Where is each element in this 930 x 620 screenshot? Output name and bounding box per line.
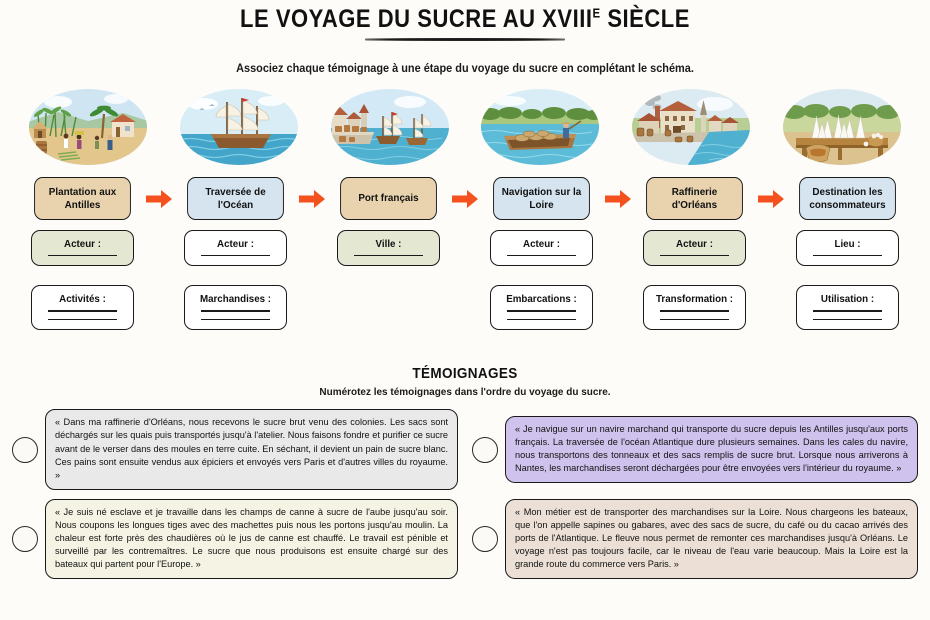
flow-arrow-icon <box>145 189 173 209</box>
flow-arrow-icon <box>451 189 479 209</box>
answer-line[interactable] <box>47 255 118 257</box>
process-flow: Plantation aux Antilles Traversée de l'O… <box>0 177 930 220</box>
page-title-tail: SIÈCLE <box>600 5 690 33</box>
flow-arrow-icon <box>757 189 785 209</box>
field-box-acteur-5[interactable]: Acteur : <box>643 230 746 267</box>
title-divider <box>365 38 565 41</box>
testimonial-text: « Mon métier est de transporter des marc… <box>505 498 918 580</box>
plantation-antilles-illustration <box>28 88 148 166</box>
field-box-acteur-2[interactable]: Acteur : <box>184 230 287 267</box>
field-column-3-spacer <box>337 285 440 351</box>
field-column-6: Lieu : Utilisation : <box>796 230 899 331</box>
testimonials-grid: « Dans ma raffinerie d'Orléans, nous rec… <box>0 409 930 580</box>
page-title-main: LE VOYAGE DU SUCRE AU XVIII <box>240 5 593 33</box>
testimonial-number-circle[interactable] <box>472 436 498 463</box>
flow-arrow-icon <box>604 189 632 209</box>
field-label: Acteur : <box>217 238 254 250</box>
field-box-activites[interactable]: Activités : <box>31 285 134 331</box>
answer-fields-grid: Acteur : Activités : Acteur : Marchandis… <box>0 230 930 351</box>
field-box-utilisation[interactable]: Utilisation : <box>796 285 899 331</box>
page-title-ordinal: E <box>592 5 601 21</box>
testimonial-item: « Dans ma raffinerie d'Orléans, nous rec… <box>12 409 458 490</box>
flow-arrow-icon <box>298 189 326 209</box>
instruction-text: Associez chaque témoignage à une étape d… <box>236 63 694 75</box>
answer-line[interactable] <box>812 310 883 312</box>
field-box-acteur-4[interactable]: Acteur : <box>490 230 593 267</box>
bateau-loire-illustration <box>480 88 600 166</box>
testimonial-text: « Je navigue sur un navire marchand qui … <box>505 415 918 484</box>
answer-line[interactable] <box>47 310 118 312</box>
answer-line[interactable] <box>200 310 271 312</box>
step-box-3[interactable]: Port français <box>340 177 437 220</box>
answer-line[interactable] <box>659 318 730 321</box>
field-column-1: Acteur : Activités : <box>31 230 134 331</box>
testimonials-heading: TÉMOIGNAGES <box>412 365 518 383</box>
testimonial-number-circle[interactable] <box>12 436 38 463</box>
testimonial-text: « Dans ma raffinerie d'Orléans, nous rec… <box>45 409 458 490</box>
answer-line[interactable] <box>812 318 883 321</box>
step-box-4[interactable]: Navigation sur la Loire <box>493 177 590 220</box>
field-label: Acteur : <box>676 238 713 250</box>
field-label: Marchandises : <box>199 293 272 306</box>
field-column-4: Acteur : Embarcations : <box>490 230 593 331</box>
pains-de-sucre-illustration <box>782 88 902 166</box>
navire-ocean-illustration <box>179 88 299 166</box>
answer-line[interactable] <box>506 310 577 312</box>
testimonial-text: « Je suis né esclave et je travaille dan… <box>45 498 458 580</box>
field-label: Acteur : <box>523 238 560 250</box>
answer-line[interactable] <box>506 255 577 257</box>
answer-line[interactable] <box>506 318 577 321</box>
step-box-6[interactable]: Destination les consommateurs <box>799 177 896 220</box>
field-box-embarcations[interactable]: Embarcations : <box>490 285 593 331</box>
field-column-3: Ville : <box>337 230 440 351</box>
field-box-acteur-1[interactable]: Acteur : <box>31 230 134 267</box>
answer-line[interactable] <box>659 255 730 257</box>
field-label: Embarcations : <box>506 293 577 306</box>
testimonial-item: « Je suis né esclave et je travaille dan… <box>12 498 458 580</box>
field-column-2: Acteur : Marchandises : <box>184 230 287 331</box>
field-label: Acteur : <box>64 238 101 250</box>
answer-line[interactable] <box>659 310 730 312</box>
field-box-transformation[interactable]: Transformation : <box>643 285 746 331</box>
answer-line[interactable] <box>200 255 271 257</box>
field-box-marchandises[interactable]: Marchandises : <box>184 285 287 331</box>
field-label: Transformation : <box>655 293 734 306</box>
testimonial-number-circle[interactable] <box>12 525 38 552</box>
step-box-2[interactable]: Traversée de l'Océan <box>187 177 284 220</box>
testimonial-item: « Mon métier est de transporter des marc… <box>472 498 918 580</box>
illustration-row <box>0 88 930 166</box>
port-francais-illustration <box>330 88 450 166</box>
field-box-lieu[interactable]: Lieu : <box>796 230 899 267</box>
testimonials-subheading: Numérotez les témoignages dans l'ordre d… <box>319 386 611 399</box>
testimonial-number-circle[interactable] <box>472 525 498 552</box>
worksheet-page: LE VOYAGE DU SUCRE AU XVIIIE SIÈCLE Asso… <box>0 0 930 580</box>
testimonial-item: « Je navigue sur un navire marchand qui … <box>472 409 918 489</box>
field-label: Activités : <box>59 293 106 306</box>
step-box-1[interactable]: Plantation aux Antilles <box>34 177 131 220</box>
field-column-5: Acteur : Transformation : <box>643 230 746 331</box>
answer-line[interactable] <box>47 318 118 321</box>
answer-line[interactable] <box>812 255 883 257</box>
field-box-ville[interactable]: Ville : <box>337 230 440 267</box>
answer-line[interactable] <box>200 318 271 321</box>
page-title: LE VOYAGE DU SUCRE AU XVIIIE SIÈCLE <box>56 0 874 34</box>
step-box-5[interactable]: Raffinerie d'Orléans <box>646 177 743 220</box>
raffinerie-orleans-illustration <box>631 88 751 166</box>
field-label: Lieu : <box>834 238 861 250</box>
field-label: Ville : <box>375 238 402 250</box>
answer-line[interactable] <box>353 255 424 257</box>
field-label: Utilisation : <box>820 293 875 306</box>
